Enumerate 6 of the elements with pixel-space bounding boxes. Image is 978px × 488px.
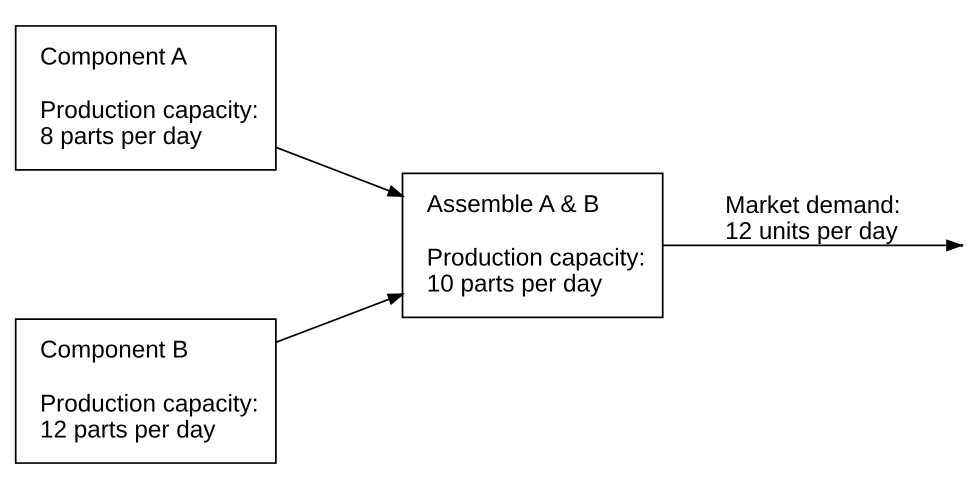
node-box: Component A Production capacity: 8 parts per day	[14, 24, 277, 170]
node-box: Component B Production capacity: 12 parts per day	[14, 318, 277, 464]
arrow	[276, 292, 405, 342]
edge-label: Market demand: 12 units per day	[725, 191, 900, 244]
arrow	[276, 146, 405, 196]
node-box: Assemble A & B Production capacity: 10 parts per day	[402, 172, 664, 318]
